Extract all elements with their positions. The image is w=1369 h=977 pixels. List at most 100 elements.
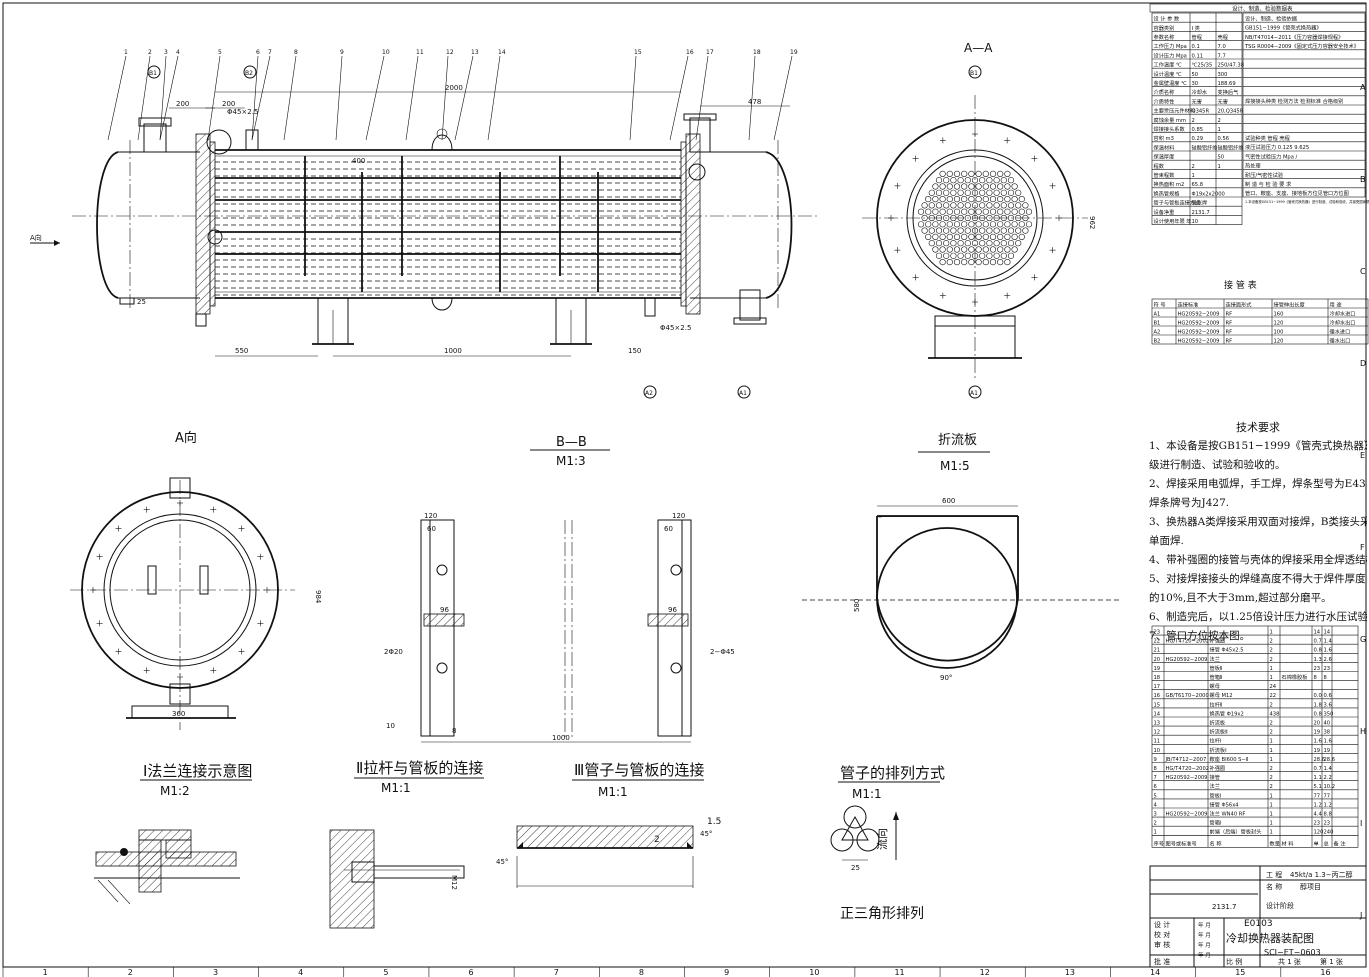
table-cell: 1 <box>1270 821 1273 827</box>
table-cell: Q345R <box>1192 109 1210 115</box>
table-cell: 设计压力 Mpa <box>1154 51 1187 59</box>
tb-designed: 设 计 <box>1154 920 1170 929</box>
detail-3-tube-joint: 2 1.5 45° 45° <box>496 817 721 888</box>
grid-col-label: 7 <box>554 968 559 977</box>
table-cell: HG20592−2009 <box>1178 311 1220 317</box>
design-right-cell: 耐压/气密性试验 <box>1245 171 1284 179</box>
section-b-b-view: B—B M1:3 120 60 96 2Φ20 120 60 96 2−Φ45 … <box>384 435 735 743</box>
table-cell: 0.8 <box>1314 711 1322 717</box>
tb-date: 年 月 <box>1198 931 1211 939</box>
tb-item-label: 名 称 <box>1266 882 1282 891</box>
table-cell: 22 <box>1154 639 1161 645</box>
grid-col-label: 9 <box>724 968 729 977</box>
table-cell: 备 注 <box>1334 840 1346 848</box>
design-right-cell: 试验种类 管程 壳程 <box>1245 134 1290 142</box>
a-direction-view: A向 984 360 <box>70 430 322 730</box>
table-cell: 1.6 <box>1324 739 1332 745</box>
table-cell: 20,Q345R <box>1218 109 1244 115</box>
table-cell: 变换后气 <box>1218 88 1239 96</box>
table-cell: 程数 <box>1154 162 1165 170</box>
grid-col-label: 11 <box>894 968 904 977</box>
bb-hole-1: 2Φ20 <box>384 648 403 656</box>
table-cell: 0.56 <box>1218 136 1230 142</box>
table-cell: 1.4 <box>1324 766 1333 772</box>
table-cell: 1 <box>1270 666 1273 672</box>
dim-25: 25 <box>137 298 146 306</box>
table-cell: 5 <box>1154 793 1157 799</box>
table-cell: B1 <box>1154 320 1161 326</box>
grid-row-label: F <box>1360 543 1365 552</box>
note-line: 5、对接焊接接头的焊缝高度不得大于焊件厚度 <box>1149 573 1366 585</box>
table-cell: 19 <box>1314 748 1321 754</box>
notes-title: 技术要求 <box>1236 421 1280 434</box>
table-cell: 14 <box>1314 630 1321 636</box>
design-right-cell: 气密性试验压力 Mpa / <box>1245 152 1298 160</box>
table-cell: 连接标准 <box>1178 300 1199 308</box>
table-cell: 2.2 <box>1324 775 1332 781</box>
table-cell: 19 <box>1324 748 1331 754</box>
table-cell: 循水出口 <box>1330 336 1351 344</box>
technical-notes: 技术要求 1、本设备是按GB151−1999《管壳式换热器》中的Ⅰ级进行制造、试… <box>1149 418 1367 646</box>
table-cell: 38 <box>1324 730 1331 736</box>
table-cell: 2 <box>1270 730 1273 736</box>
note-line: 级进行制造、试验和验收的。 <box>1149 459 1286 471</box>
table-cell: 石棉橡胶板 <box>1282 673 1309 681</box>
title-block: 工 程 45kt/a 1.3−丙二醇 名 称 醇项目 设 计 校 对 审 核 批… <box>1149 865 1367 968</box>
table-cell: HG20592−2009 <box>1178 320 1220 326</box>
table-cell: 2 <box>1270 657 1273 663</box>
table-cell: 1.4 <box>1324 639 1333 645</box>
table-cell: 3.6 <box>1324 702 1332 708</box>
pitch-dim-25: 25 <box>851 864 860 872</box>
grid-row-label: J <box>1359 911 1362 920</box>
table-cell: 0.85 <box>1192 127 1204 133</box>
table-cell: 4.4 <box>1314 812 1323 818</box>
table-cell: 2 <box>1270 648 1273 654</box>
table-cell: 10 <box>1154 748 1161 754</box>
note-line: 2、焊接采用电弧焊，手工焊，焊条型号为E4315, <box>1149 478 1367 490</box>
table-cell: 折流板Ⅰ <box>1210 746 1228 754</box>
table-cell: 拉杆Ⅰ <box>1210 737 1222 745</box>
table-cell: 焊接接头系数 <box>1154 125 1186 133</box>
table-cell: 188.69 <box>1218 81 1236 87</box>
table-cell: 硅酸铝纤维 <box>1218 143 1244 151</box>
table-cell: 0.29 <box>1192 136 1204 142</box>
table-cell: ℃25/35 <box>1192 63 1213 69</box>
table-cell: Φ19x2x2000 <box>1192 191 1225 197</box>
tb-approved: 批 准 <box>1154 957 1170 966</box>
table-cell: 工作温度 ℃ <box>1154 61 1182 69</box>
flow-label: 流向 <box>875 828 889 850</box>
table-cell: 40 <box>1324 721 1331 727</box>
table-cell: 法兰 <box>1210 655 1220 663</box>
table-cell: 管板Ⅰ <box>1210 791 1222 799</box>
grid-col-label: 15 <box>1235 968 1245 977</box>
table-cell: 壳程 <box>1218 33 1228 41</box>
detail-circle-iii <box>688 163 706 181</box>
bb-dim-8: 8 <box>452 727 456 735</box>
table-cell: 1 <box>1218 127 1221 133</box>
table-cell: 2 <box>1270 766 1273 772</box>
table-cell: HG/T4720−2002 <box>1166 639 1210 645</box>
baffle-title: 折流板 <box>938 433 977 448</box>
baffle-plate-outline <box>876 511 1019 662</box>
table-cell: 接管伸出长度 <box>1274 300 1305 308</box>
table-cell: 65.8 <box>1192 182 1204 188</box>
table-cell: 50 <box>1218 155 1225 161</box>
table-cell: 总 <box>1324 840 1329 848</box>
table-cell: 30 <box>1192 81 1199 87</box>
table-cell: 1 <box>1270 802 1273 808</box>
note-line: 单面焊. <box>1149 535 1184 547</box>
table-cell: RF <box>1226 311 1233 317</box>
table-cell: 设计使用年限 年 <box>1154 217 1192 225</box>
table-cell: 2 <box>1270 775 1273 781</box>
design-right-cell: 液压试验压力 0.125 9.625 <box>1245 143 1309 151</box>
nozzle-b1 <box>143 123 167 153</box>
bb-dim-96-b: 96 <box>668 606 677 614</box>
table-cell: 拉杆Ⅱ <box>1210 700 1223 708</box>
table-cell: 3 <box>1154 812 1157 818</box>
callout-number: 11 <box>416 49 424 56</box>
table-cell: 参数名称 <box>1154 33 1175 41</box>
table-cell: 0.8 <box>1314 648 1322 654</box>
table-cell: A2 <box>1154 329 1161 335</box>
detail-1-title: Ⅰ法兰连接示意图 <box>143 762 252 780</box>
